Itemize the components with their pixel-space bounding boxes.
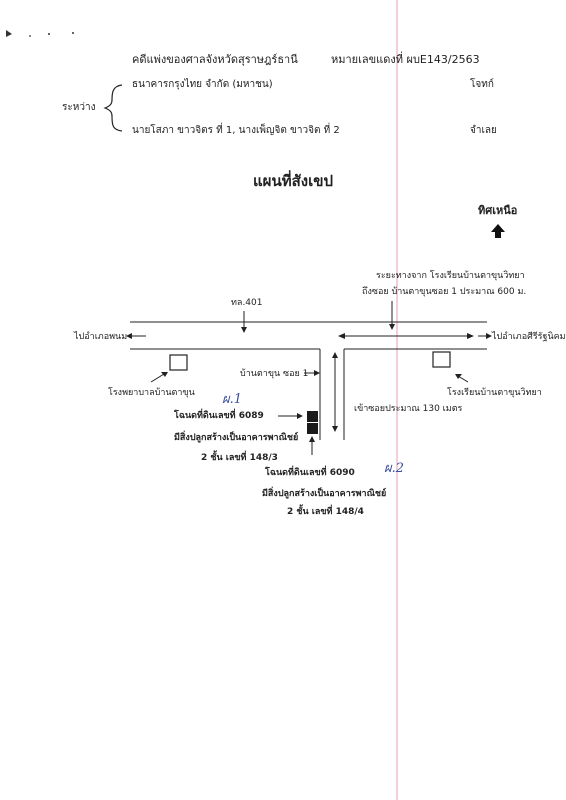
soi-label: บ้านตาขุน ซอย 1: [240, 369, 309, 379]
school-label: โรงเรียนบ้านตาขุนวิทยา: [447, 388, 542, 398]
soi-distance-label: เข้าซอยประมาณ 130 เมตร: [354, 404, 463, 414]
highway-label: ทล.401: [231, 298, 263, 308]
party-brace: [103, 84, 123, 132]
plot2-building-line2: 2 ชั้น เลขที่ 148/4: [287, 507, 364, 517]
plot1-label: โฉนดที่ดินเลขที่ 6089: [174, 411, 264, 421]
distance-note-line2: ถึงซอย บ้านตาขุนซอย 1 ประมาณ 600 ม.: [362, 287, 527, 297]
hospital-marker: [169, 354, 188, 371]
plaintiff-role: โจทก์: [470, 79, 494, 90]
case-number: หมายเลขแดงที่ ผบE143/2563: [331, 53, 480, 66]
scan-specks: [6, 30, 74, 37]
to-east-label: ไปอำเภอศีรีรัฐนิคม: [492, 332, 566, 342]
handwritten-mark-2: ผ.2: [384, 461, 405, 476]
defendant-names: นายโสภา ขาวจิตร ที่ 1, นางเพ็ญจิต ขาวจิต…: [132, 125, 340, 136]
plot-6090-building: [307, 423, 318, 434]
distance-note-line1: ระยะทางจาก โรงเรียนบ้านตาขุนวิทยา: [376, 271, 525, 281]
plot1-building-line1: มีสิ่งปลูกสร้างเป็นอาคารพาณิชย์: [174, 433, 299, 443]
school-marker: [432, 351, 451, 368]
north-arrow-icon: [491, 224, 505, 238]
case-title: คดีแพ่งของศาลจังหวัดสุราษฎร์ธานี: [132, 53, 298, 66]
plot-6089-building: [307, 411, 318, 422]
handwritten-mark-1: ผ.1: [222, 392, 243, 407]
plot2-label: โฉนดที่ดินเลขที่ 6090: [265, 468, 355, 478]
defendant-role: จำเลย: [470, 125, 497, 136]
plot1-building-line2: 2 ชั้น เลขที่ 148/3: [201, 453, 278, 463]
plaintiff-name: ธนาคารกรุงไทย จำกัด (มหาชน): [132, 79, 273, 90]
to-west-label: ไปอำเภอพนม: [74, 332, 128, 342]
between-label: ระหว่าง: [62, 102, 96, 113]
plot2-building-line1: มีสิ่งปลูกสร้างเป็นอาคารพาณิชย์: [262, 489, 387, 499]
north-label: ทิศเหนือ: [478, 204, 518, 217]
hospital-label: โรงพยาบาลบ้านตาขุน: [108, 388, 195, 398]
map-title: แผนที่สังเขป: [253, 172, 333, 190]
